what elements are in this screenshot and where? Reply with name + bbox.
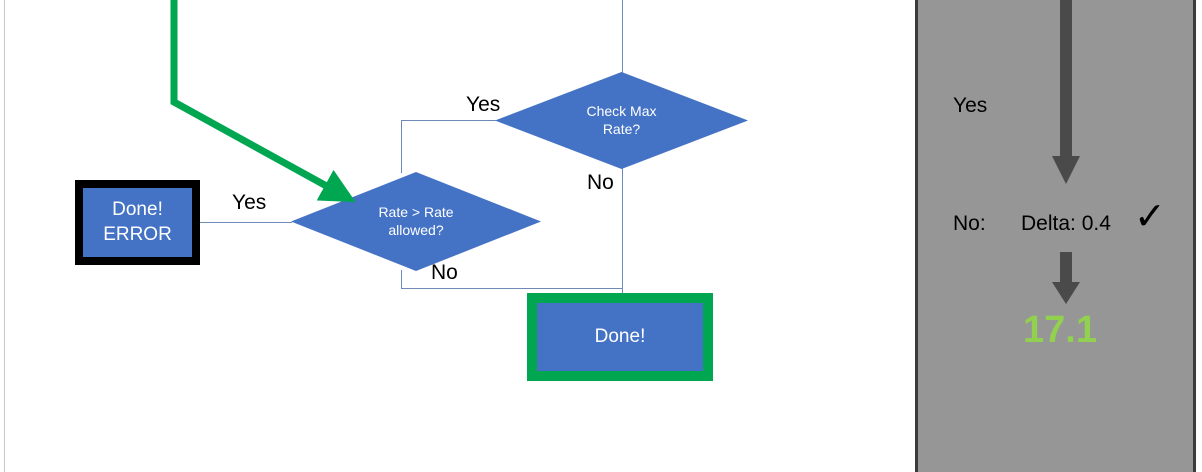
- panel-arrow-top: [1052, 0, 1080, 184]
- connector-rate-no-horizontal: [401, 288, 623, 289]
- panel-arrow-bottom: [1052, 252, 1080, 304]
- connector-rate-yes-horizontal: [200, 222, 292, 223]
- panel-result-value: 17.1: [1023, 309, 1097, 351]
- status-panel: Yes No: Delta: 0.4 ✓ 17.1: [915, 0, 1196, 472]
- connector-check-max-incoming: [622, 0, 623, 73]
- node-done[interactable]: Done!: [527, 293, 713, 381]
- edge-label-check-max-no: No: [587, 171, 614, 194]
- panel-yes-label: Yes: [953, 94, 988, 117]
- canvas-left-rule: [4, 0, 5, 472]
- panel-no-label: No:: [953, 212, 986, 235]
- node-done-error[interactable]: Done! ERROR: [75, 180, 200, 265]
- node-rate-gt-rate-allowed-label: Rate > Rate allowed?: [378, 204, 454, 238]
- node-done-label: Done!: [594, 325, 646, 347]
- node-rate-gt-rate-allowed[interactable]: Rate > Rate allowed?: [291, 172, 541, 271]
- check-icon: ✓: [1134, 196, 1166, 238]
- edge-label-rate-no: No: [431, 261, 458, 284]
- connector-check-max-no-vertical: [622, 168, 623, 289]
- connector-check-max-yes-horizontal: [401, 120, 496, 121]
- connector-rate-no-vertical: [401, 270, 402, 289]
- node-done-error-label: Done! ERROR: [103, 199, 172, 245]
- connector-check-max-yes-vertical: [401, 120, 402, 173]
- edge-label-rate-yes: Yes: [232, 191, 267, 214]
- edge-label-check-max-yes: Yes: [466, 93, 501, 116]
- node-check-max-rate-label: Check Max Rate?: [586, 103, 657, 137]
- node-check-max-rate[interactable]: Check Max Rate?: [495, 72, 748, 169]
- panel-delta-label: Delta: 0.4: [1021, 212, 1111, 235]
